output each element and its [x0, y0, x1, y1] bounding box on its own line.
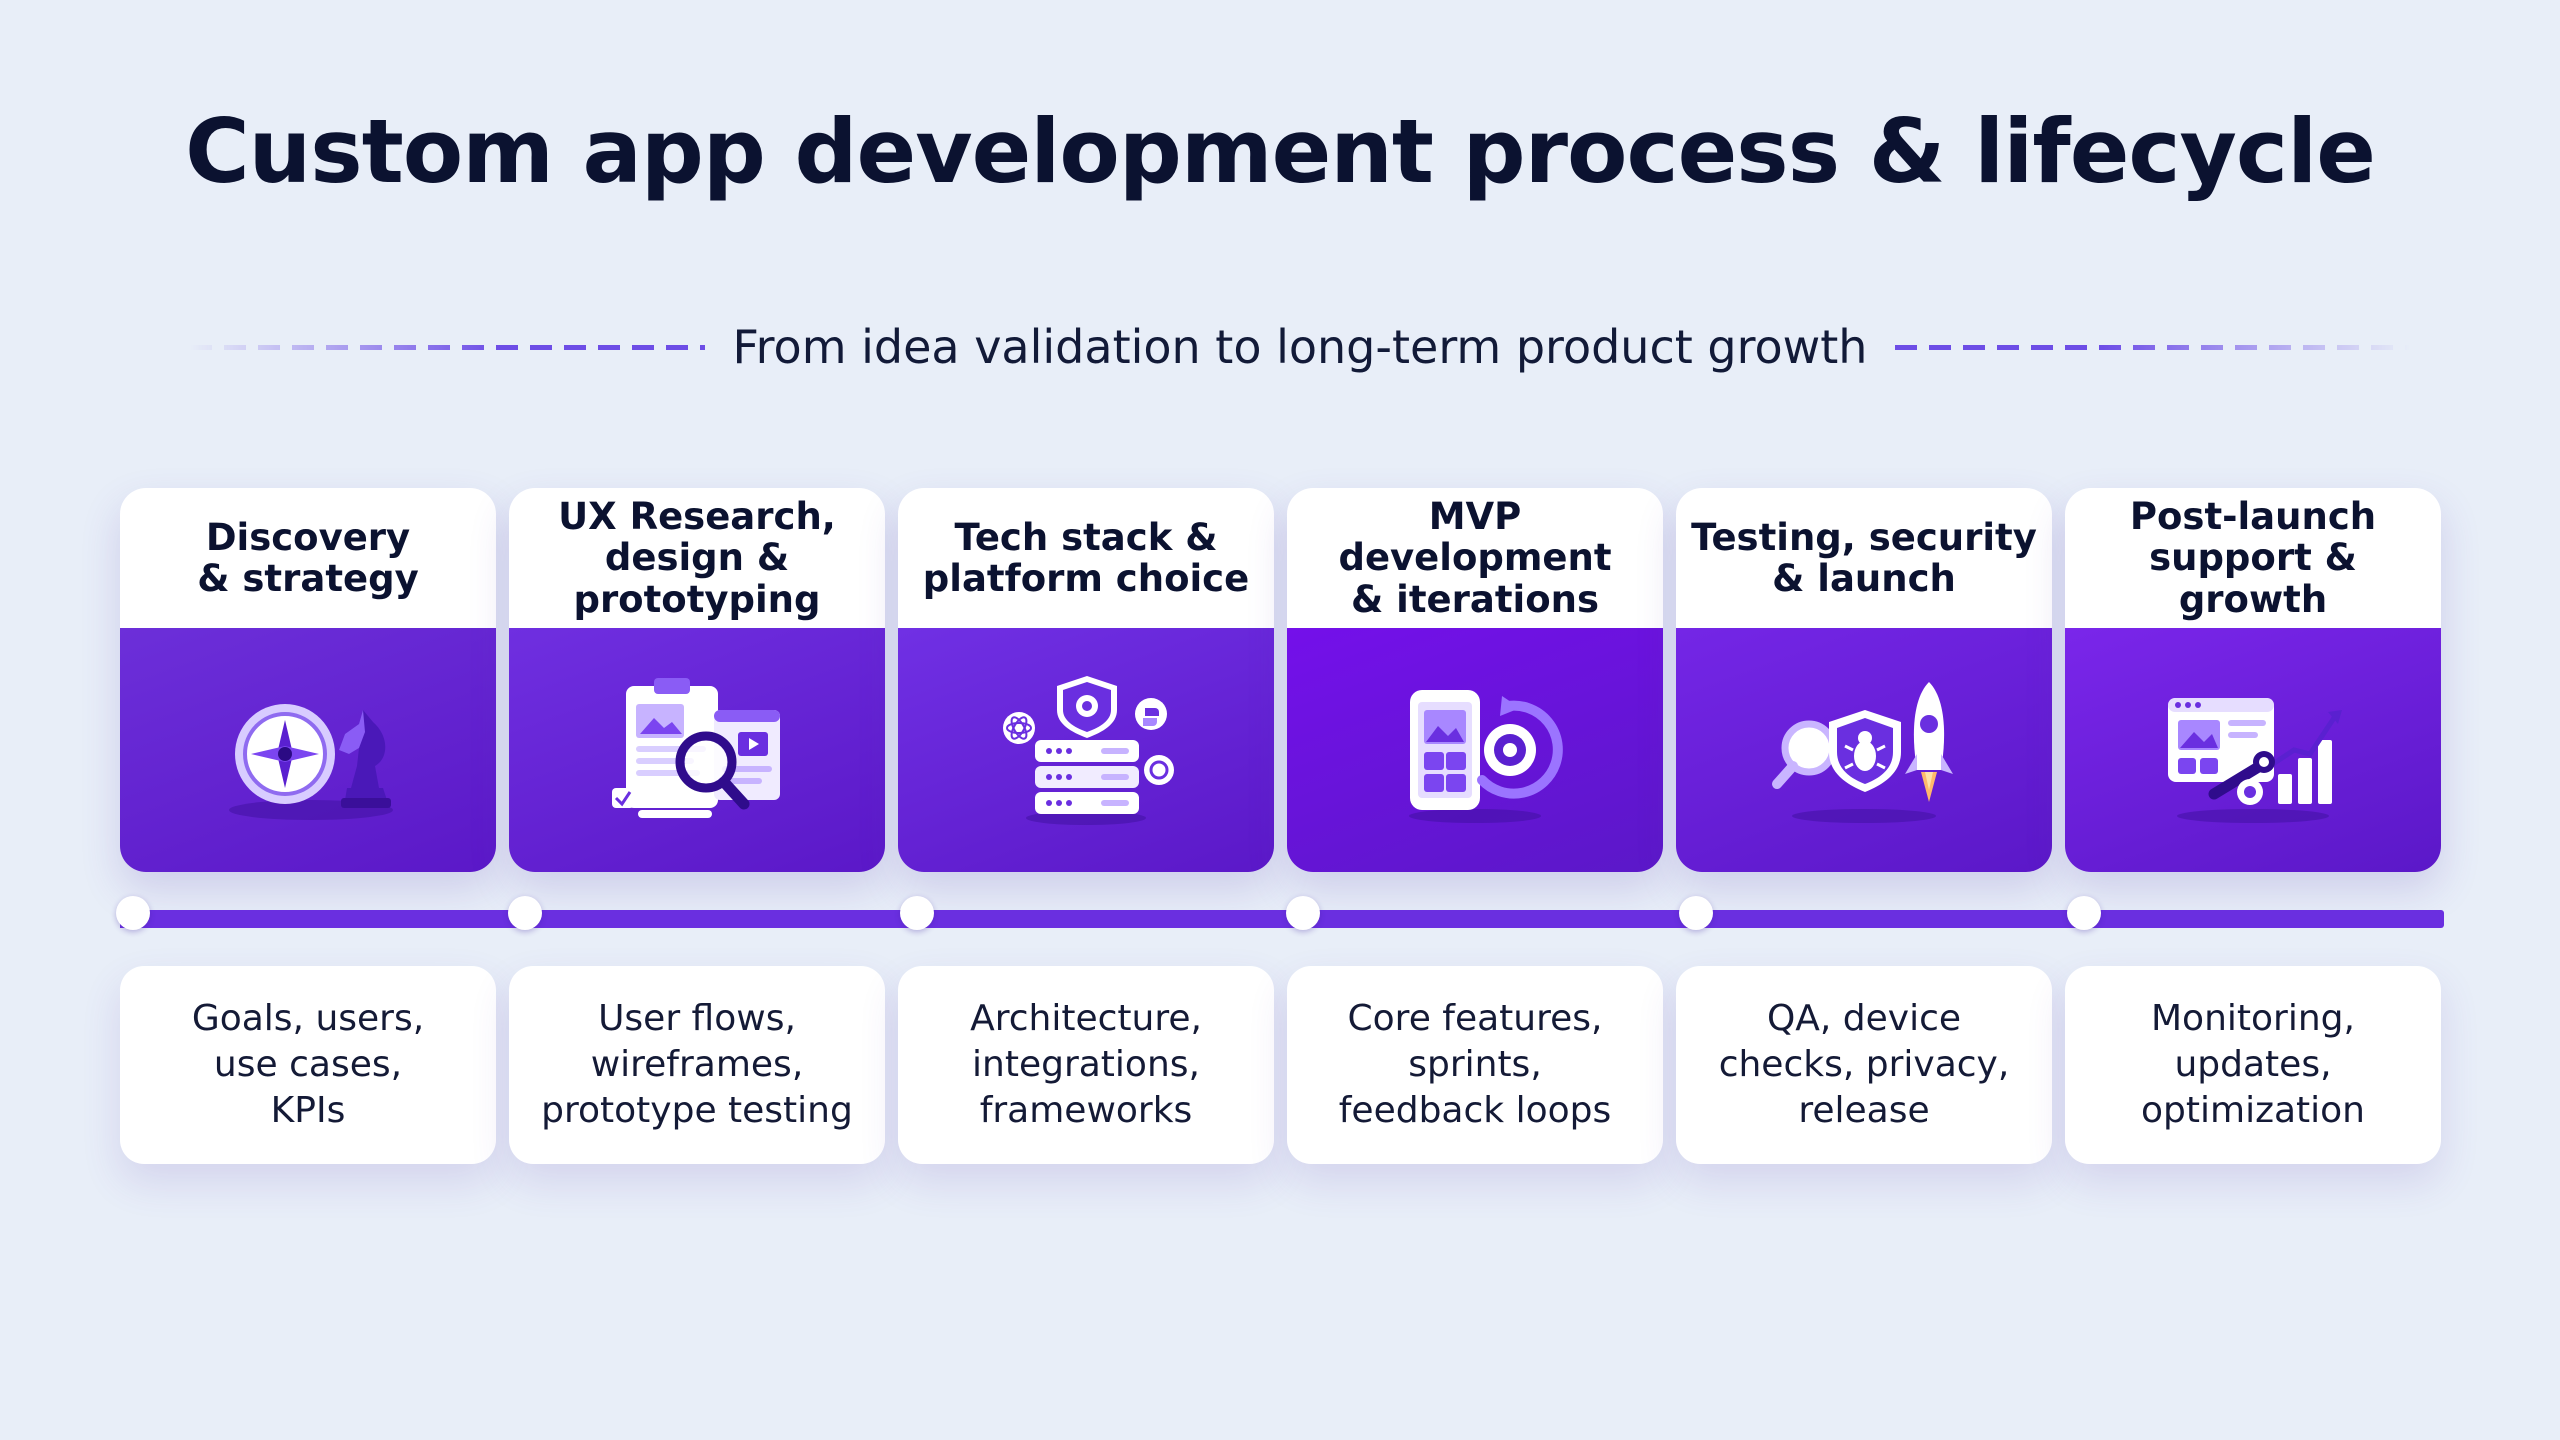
- description-card-testing: QA, device checks, privacy, release: [1676, 966, 2052, 1164]
- timeline-dot-discovery: [116, 896, 150, 930]
- page-title: Custom app development process & lifecyc…: [185, 100, 2376, 203]
- description-card-tech-stack: Architecture, integrations, frameworks: [898, 966, 1274, 1164]
- stage-title: Tech stack & platform choice: [922, 515, 1250, 600]
- description-card-discovery: Goals, users, use cases, KPIs: [120, 966, 496, 1164]
- description-text: Core features, sprints, feedback loops: [1338, 997, 1612, 1132]
- stage-title: Post-launch support & growth: [2129, 494, 2377, 621]
- stage-header: Discovery & strategy: [120, 488, 496, 628]
- stage-card-post-launch: Post-launch support & growth: [2065, 488, 2441, 872]
- description-text: User flows, wireframes, prototype testin…: [541, 997, 853, 1132]
- phone-gear-cycle-icon: [1409, 690, 1563, 823]
- timeline-dot-testing: [1679, 896, 1713, 930]
- magnifier-bug-shield-rocket-icon: [1772, 682, 1953, 823]
- stage-card-tech-stack: Tech stack & platform choice: [898, 488, 1274, 872]
- timeline-dot-ux-research: [508, 896, 542, 930]
- description-text: Architecture, integrations, frameworks: [970, 997, 1202, 1132]
- stage-visual: [1287, 628, 1663, 872]
- stage-title: MVP development & iterations: [1338, 494, 1612, 621]
- stage-visual: [898, 628, 1274, 872]
- server-stack-shield-gear-icon: [1003, 676, 1174, 825]
- stage-header: MVP development & iterations: [1287, 488, 1663, 628]
- stage-visual: [120, 628, 496, 872]
- stage-title: UX Research, design & prototyping: [558, 494, 836, 621]
- clipboard-magnifier-wireframe-icon: [612, 678, 780, 818]
- compass-chess-knight-icon: [229, 704, 393, 820]
- stage-header: UX Research, design & prototyping: [509, 488, 885, 628]
- description-text: QA, device checks, privacy, release: [1718, 997, 2010, 1132]
- stage-visual: [1676, 628, 2052, 872]
- subtitle-row: From idea validation to long-term produc…: [190, 312, 2410, 382]
- description-card-ux-research: User flows, wireframes, prototype testin…: [509, 966, 885, 1164]
- stage-header: Post-launch support & growth: [2065, 488, 2441, 628]
- timeline-dot-tech-stack: [900, 896, 934, 930]
- timeline-dot-post-launch: [2067, 896, 2101, 930]
- stage-card-ux-research: UX Research, design & prototyping: [509, 488, 885, 872]
- dashed-divider-left: [190, 344, 705, 350]
- stage-card-testing: Testing, security & launch: [1676, 488, 2052, 872]
- stage-title: Testing, security & launch: [1691, 515, 2037, 600]
- stage-visual: [509, 628, 885, 872]
- description-card-post-launch: Monitoring, updates, optimization: [2065, 966, 2441, 1164]
- stage-card-discovery: Discovery & strategy: [120, 488, 496, 872]
- stage-header: Tech stack & platform choice: [898, 488, 1274, 628]
- timeline-dot-mvp: [1286, 896, 1320, 930]
- description-text: Goals, users, use cases, KPIs: [191, 997, 425, 1132]
- stage-cards: Discovery & strategy UX Research, design…: [120, 488, 2444, 878]
- dashboard-wrench-growth-chart-icon: [2168, 698, 2342, 823]
- subtitle: From idea validation to long-term produc…: [732, 320, 1868, 374]
- stage-card-mvp: MVP development & iterations: [1287, 488, 1663, 872]
- stage-header: Testing, security & launch: [1676, 488, 2052, 628]
- description-card-mvp: Core features, sprints, feedback loops: [1287, 966, 1663, 1164]
- description-text: Monitoring, updates, optimization: [2141, 997, 2365, 1132]
- stage-visual: [2065, 628, 2441, 872]
- stage-title: Discovery & strategy: [197, 515, 419, 600]
- timeline-bar: [120, 910, 2444, 928]
- dashed-divider-right: [1895, 344, 2410, 350]
